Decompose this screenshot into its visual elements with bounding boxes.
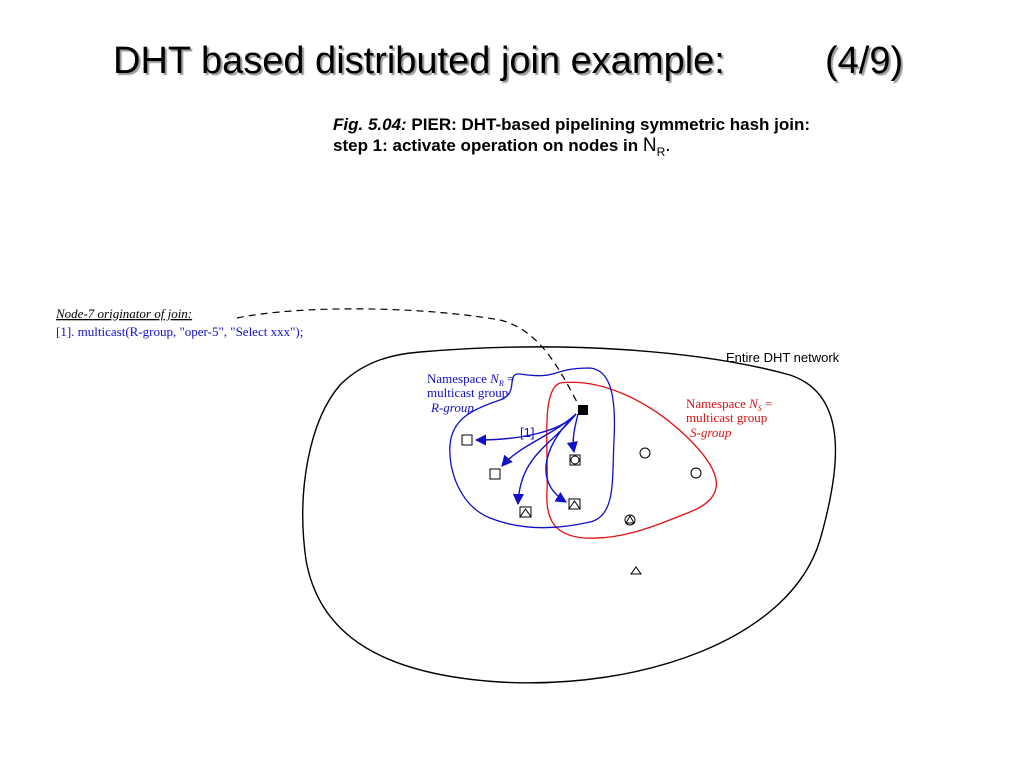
namespace-s-line3: S-group bbox=[690, 425, 732, 440]
square-circle-node bbox=[569, 454, 581, 466]
namespace-s-prefix: Namespace bbox=[686, 396, 749, 411]
originator-label: Node-7 originator of join: bbox=[55, 306, 192, 321]
circle-triangle-node bbox=[624, 514, 636, 526]
namespace-r-line3: R-group bbox=[430, 400, 474, 415]
namespace-r-sub: R bbox=[498, 379, 504, 388]
network-label: Entire DHT network bbox=[726, 350, 840, 365]
figure-label: Fig. 5.04: bbox=[333, 115, 407, 134]
caption-nr-base: N bbox=[642, 135, 657, 156]
step-label: [1] bbox=[520, 425, 534, 440]
namespace-s-region bbox=[546, 381, 718, 539]
slide-title: DHT based distributed join example: (4/9… bbox=[113, 40, 913, 100]
arrow-to-node-d bbox=[545, 413, 577, 503]
caption-line-1: PIER: DHT-based pipelining symmetric has… bbox=[411, 115, 811, 134]
triangle-node bbox=[630, 566, 642, 575]
square-triangle-node bbox=[519, 506, 532, 518]
arrow-to-node-e bbox=[566, 413, 579, 454]
circle-node bbox=[639, 447, 651, 459]
namespace-s-sub: S bbox=[758, 404, 762, 413]
dht-network-boundary bbox=[302, 346, 837, 684]
namespace-s-suffix: = bbox=[762, 396, 773, 411]
square-node bbox=[489, 468, 501, 480]
namespace-s-line2: multicast group bbox=[686, 410, 767, 425]
multicast-arrows bbox=[474, 413, 579, 506]
square-triangle-node bbox=[568, 498, 581, 510]
namespace-r-region bbox=[449, 367, 616, 529]
slide-title-text: DHT based distributed join example: bbox=[113, 40, 725, 82]
namespace-r-line1: Namespace NR = bbox=[427, 371, 514, 388]
square-node bbox=[461, 434, 473, 446]
caption-nr-sub: R bbox=[656, 144, 666, 159]
caption-line-2: step 1: activate operation on nodes in bbox=[333, 136, 639, 155]
caption-nr-end: . bbox=[665, 135, 671, 156]
figure-caption: Fig. 5.04: PIER: DHT-based pipelining sy… bbox=[333, 114, 973, 163]
slide-page-indicator: (4/9) bbox=[825, 40, 904, 82]
namespace-s-symbol: N bbox=[748, 396, 759, 411]
namespace-r-line2: multicast group bbox=[427, 385, 508, 400]
namespace-r-suffix: = bbox=[504, 371, 515, 386]
arrow-to-node-c bbox=[512, 413, 577, 506]
filled-square-node bbox=[578, 405, 588, 415]
caption-nr-symbol: NR. bbox=[642, 135, 671, 159]
namespace-s-line1: Namespace NS = bbox=[686, 396, 772, 413]
circle-node bbox=[690, 467, 702, 479]
namespace-r-symbol: N bbox=[489, 371, 500, 386]
namespace-r-prefix: Namespace bbox=[427, 371, 490, 386]
originator-connector bbox=[236, 308, 579, 405]
arrow-to-node-b bbox=[501, 413, 577, 467]
multicast-call-label: [1]. multicast(R-group, "oper-5", "Selec… bbox=[56, 324, 303, 339]
